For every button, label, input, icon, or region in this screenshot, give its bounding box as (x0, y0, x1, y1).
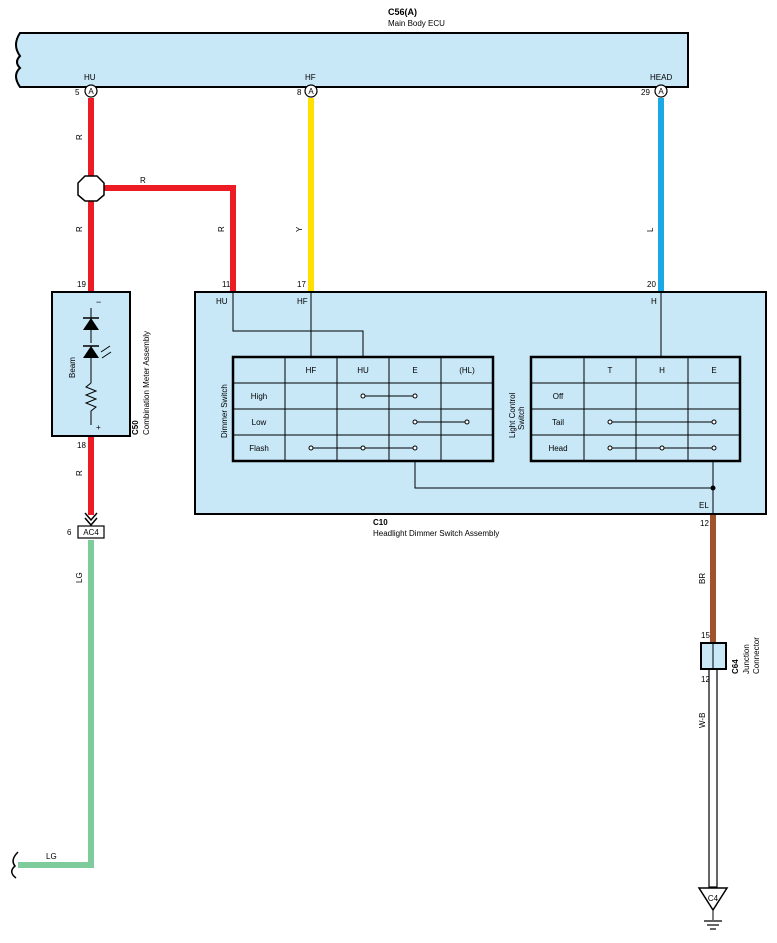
dimmer-pin-20: 20 (647, 280, 656, 289)
junction-name-2: Connector (752, 637, 761, 674)
light-switch-title-2: Switch (517, 406, 526, 430)
dimmer-pin-label-h: H (651, 297, 657, 306)
dimmer-code: C10 (373, 518, 388, 527)
wire-label-l: L (646, 227, 655, 232)
internal-line-e-dimmer (414, 461, 713, 489)
dimmer-pin-label-el: EL (699, 501, 709, 510)
wire-lg-break (11, 851, 19, 879)
ground-icon (697, 887, 729, 930)
dimmer-switch-title: Dimmer Switch (220, 384, 229, 438)
wire-label-lg-horizontal: LG (46, 852, 57, 861)
splice-point (77, 175, 105, 202)
ecu-pin-num-8: 8 (297, 88, 302, 97)
meter-name: Combination Meter Assembly (142, 331, 151, 435)
wire-wb (708, 668, 718, 888)
ecu-code: C56(A) (388, 7, 417, 17)
meter-plus: + (96, 423, 101, 432)
ecu-connector-a-hf: A (304, 84, 318, 98)
ecu-connector-a-head: A (654, 84, 668, 98)
wire-label-r-top: R (75, 134, 84, 140)
meter-code: C50 (131, 420, 140, 435)
wire-label-br: BR (698, 573, 707, 584)
dimmer-pin-17: 17 (297, 280, 306, 289)
svg-text:A: A (308, 87, 314, 96)
light-col-e: E (711, 366, 716, 375)
dimmer-col-hf: HF (306, 366, 317, 375)
ground-label: C4 (708, 894, 719, 903)
wire-label-r-branch: R (140, 176, 146, 185)
internal-line-hu (232, 292, 364, 357)
light-col-h: H (659, 366, 665, 375)
ac4-pin: 6 (67, 528, 72, 537)
light-col-t: T (608, 366, 613, 375)
dimmer-pin-label-hf: HF (297, 297, 308, 306)
dimmer-col-hu: HU (357, 366, 369, 375)
ecu-pin-num-5: 5 (75, 88, 80, 97)
wire-label-r-right: R (217, 226, 226, 232)
dimmer-row-high: High (251, 392, 267, 401)
wire-label-r-bottom: R (75, 470, 84, 476)
ac4-label: AC4 (83, 528, 99, 537)
wire-label-r-mid: R (75, 226, 84, 232)
ecu-connector-a-hu: A (84, 84, 98, 98)
svg-text:A: A (88, 87, 94, 96)
internal-junction-dot (710, 485, 716, 491)
svg-text:A: A (658, 87, 664, 96)
ecu-pin-label-head: HEAD (650, 73, 672, 82)
meter-pin-top: 19 (77, 280, 86, 289)
ecu-name: Main Body ECU (388, 19, 445, 28)
light-switch-title-1: Light Control (508, 392, 517, 438)
wire-label-y: Y (295, 226, 304, 232)
dimmer-name: Headlight Dimmer Switch Assembly (373, 529, 499, 538)
meter-led-icon (83, 345, 112, 383)
meter-minus: − (96, 297, 101, 307)
ecu-pin-label-hu: HU (84, 73, 96, 82)
dimmer-pin-label-hu: HU (216, 297, 228, 306)
dimmer-col-e: E (412, 366, 417, 375)
dimmer-pin-11: 11 (222, 280, 231, 289)
light-continuity-marks (607, 419, 717, 451)
meter-resistor-icon (84, 382, 98, 425)
ecu-pin-label-hf: HF (305, 73, 316, 82)
dimmer-row-flash: Flash (249, 444, 269, 453)
dimmer-continuity-marks (308, 393, 470, 451)
meter-beam-label: Beam (68, 357, 77, 378)
junction-name-1: Junction (742, 644, 751, 674)
meter-pin-bottom: 18 (77, 441, 86, 450)
light-row-head: Head (548, 444, 567, 453)
wire-r-branch (103, 185, 236, 292)
dimmer-switch-table (231, 355, 495, 463)
dimmer-row-low: Low (252, 418, 267, 427)
junction-code: C64 (731, 659, 740, 674)
junction-pin-top: 15 (701, 631, 710, 640)
dimmer-pin-12: 12 (700, 519, 709, 528)
wire-label-wb: W-B (698, 713, 707, 728)
light-control-switch-table (529, 355, 742, 463)
ac4-connector: AC4 (77, 512, 105, 539)
wire-lg (18, 540, 94, 868)
junction-pin-bottom: 12 (701, 675, 710, 684)
light-row-tail: Tail (552, 418, 564, 427)
dimmer-col-hl: (HL) (459, 366, 475, 375)
main-body-ecu-box (15, 32, 689, 88)
meter-diode-icon (83, 308, 99, 343)
wire-label-lg-vertical: LG (75, 572, 84, 583)
ecu-pin-num-29: 29 (641, 88, 650, 97)
light-row-off: Off (553, 392, 564, 401)
